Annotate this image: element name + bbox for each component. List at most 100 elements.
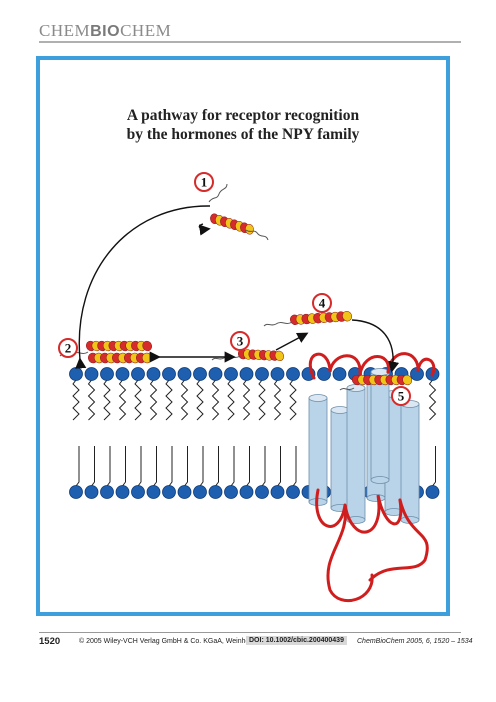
lipid-head [239,485,254,499]
lipid-tails [72,379,437,487]
lipid-head [193,367,207,381]
receptor-helix-bottom [370,476,390,484]
footer-rule [39,632,461,633]
lipid-tail [165,379,173,421]
lipid-head [270,367,285,381]
page-number: 1520 [39,636,61,647]
lipid-tail [199,446,204,487]
helix-turn [142,340,153,352]
lipid-head [84,367,99,381]
lipid-tail [72,379,80,421]
lipid-tail [168,446,173,487]
helix-turn [342,311,353,322]
step-marker-3: 3 [230,331,250,351]
lipid-tail [137,446,142,487]
lipid-tail [432,446,436,487]
receptor-helix [370,371,390,481]
lipid-head [162,367,176,381]
footer: 1520 © 2005 Wiley-VCH Verlag GmbH & Co. … [39,636,473,649]
lipid-head [317,367,331,381]
lipid-head [193,485,207,499]
lipid-tail [103,379,111,421]
helix-turn [402,374,413,386]
lipid-head [131,367,145,381]
lipid-head [286,485,300,499]
lipid-head [224,485,238,499]
lipid-tail [91,446,95,487]
header-rule [39,41,461,43]
lipid-head [286,367,300,381]
step-marker-5: 5 [391,386,411,406]
lipid-tail [292,446,297,487]
step-circle [194,172,214,192]
lipid-head [425,485,440,499]
lipid-head [255,367,269,381]
receptor-helix-top [346,384,366,392]
lipid-head [84,485,99,499]
lipid-tail [211,379,220,421]
arrow-4-to-5 [351,319,400,373]
arrow-1-to-2 [75,205,211,369]
lipid-tail [118,379,127,421]
doi[interactable]: DOI: 10.1002/cbic.200400439 [246,636,347,645]
journal-name-chem-end: CHEM [120,21,172,40]
lipid-head [69,485,83,499]
step-circle [312,293,332,313]
step-number: 3 [237,334,244,349]
lipid-head [332,367,347,381]
lipid-head [115,485,130,499]
receptor-helix-bottom [366,494,386,502]
lipid-head [131,485,145,499]
helix-turn [274,350,284,362]
figure-title-line1: A pathway for receptor recognition [126,107,360,124]
lipid-head [146,367,161,381]
lipid-tail [215,446,219,487]
lipid-tail [261,446,266,487]
lipid-heads [69,367,440,499]
arrow-1-curl [198,223,211,236]
lipid-tail [428,379,437,421]
receptor-helix [330,409,350,509]
lipid-head [239,367,254,381]
step-number: 5 [398,389,405,404]
lipid-head [270,485,285,499]
lipid-tail [258,379,266,421]
receptor-helix-top [330,406,350,414]
citation: ChemBioChem 2005, 6, 1520 – 1534 [357,638,473,645]
journal-name: CHEMBIOCHEM [39,21,171,41]
journal-name-chem: CHEM [39,21,91,40]
step-circle [391,386,411,406]
lipid-head [162,485,176,499]
lipid-head [177,367,192,381]
copyright: © 2005 Wiley-VCH Verlag GmbH & Co. KGaA,… [79,638,257,645]
lipid-tail [87,379,96,421]
receptor-helix-top [308,394,328,402]
lipid-head [100,367,114,381]
lipid-head [177,485,192,499]
lipid-tail [106,446,111,487]
step-number: 4 [319,296,326,311]
receptor-helix [400,403,420,521]
figure-title: A pathway for receptor recognition by th… [40,106,446,144]
lipid-tail [149,379,158,421]
lipid-tail [196,379,204,421]
receptor-helix [308,397,328,503]
lipid-tail [75,446,80,487]
figure-title-line2: by the hormones of the NPY family [126,126,360,143]
lipid-tail [134,379,142,421]
lipid-head [255,485,269,499]
lipid-head [69,367,83,381]
lipid-head [224,367,238,381]
lipid-tail [273,379,282,421]
lipid-head [146,485,161,499]
receptor-helix-top [370,368,390,376]
lipid-head [115,367,130,381]
lipid-head [208,485,223,499]
lipid-tail [122,446,126,487]
lipid-head [100,485,114,499]
step-circle [230,331,250,351]
lipid-tail [242,379,251,421]
lipid-tail [289,379,297,421]
lipid-head [208,367,223,381]
